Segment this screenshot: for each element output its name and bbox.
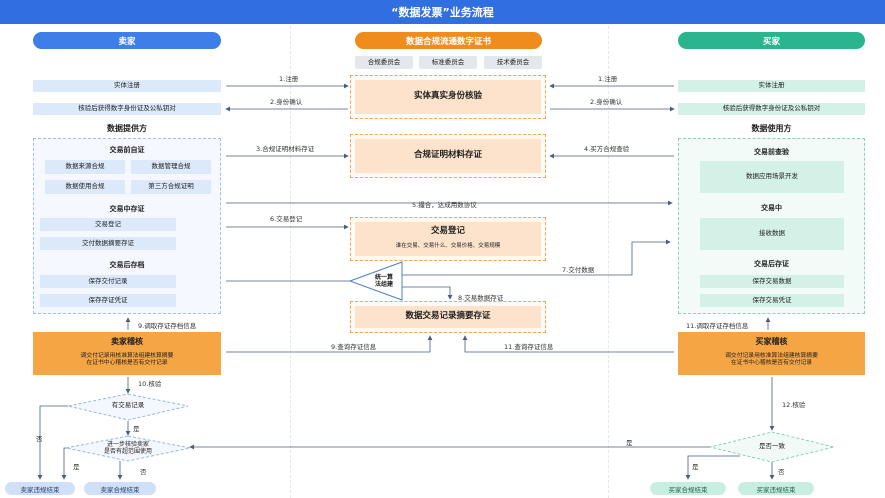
trade-register-panel: 交易登记 谁在交易、交易什么、交易价格、交易规模 [350, 217, 546, 261]
buyer-end-violation: 买家违规结束 [738, 482, 814, 495]
label-arrow-5: 5.撮合，达成用数协议 [412, 201, 477, 209]
algorithm-label: 统一算 法组建 [374, 273, 393, 288]
seller-audit-title: 卖家稽核 [111, 337, 143, 347]
buyer-register: 实体注册 [678, 80, 865, 92]
seller-decision-diamond-2 [65, 435, 191, 462]
seller-decision-2-text: 进一步核验卖家 是否有超范围使用 [103, 440, 152, 455]
buyer-post-item-1: 保存交易数据 [700, 275, 844, 288]
buyer-user-title: 数据使用方 [751, 124, 792, 134]
seller-audit-box: 卖家稽核 调交付记录用核准算法组建核算摘要 在证书中心稽核是否有交付记录 [33, 332, 221, 375]
record-digest-box: 数据交易记录摘要存证 [355, 306, 541, 328]
committee-technology: 技术委员会 [484, 56, 542, 69]
buyer-mid-item: 接收数据 [700, 218, 844, 250]
label-seller-no-1: 否 [36, 435, 43, 443]
label-buyer-no: 否 [778, 468, 785, 476]
compliance-panel: 合规证明材料存证 [350, 134, 546, 178]
identity-verify-box: 实体真实身份核验 [355, 80, 541, 114]
buyer-mid-title: 交易中 [761, 203, 782, 212]
seller-keys: 核验后获得数字身份证及公私钥对 [33, 103, 221, 115]
seller-audit-text: 调交付记录用核准算法组建核算摘要 在证书中心稽核是否有交付记录 [80, 353, 174, 366]
label-arrow-2-seller: 2.身份确认 [270, 98, 303, 106]
label-arrow-3: 3.合规证明材料存证 [256, 145, 315, 153]
page-title: “数据发票”业务流程 [0, 0, 885, 24]
arrow-buyer-compliant [685, 455, 740, 480]
seller-mid-item-2: 交付数据摘要存证 [40, 237, 176, 250]
label-arrow-12: 12.核验 [782, 401, 806, 409]
committee-standards: 标准委员会 [419, 56, 477, 69]
trade-register-box: 交易登记 谁在交易、交易什么、交易价格、交易规模 [355, 222, 541, 256]
label-arrow-2-buyer: 2.身份确认 [590, 98, 623, 106]
buyer-audit-text: 调交付记录用核准算法组建核算摘要 在证书中心稽核是否有交付记录 [725, 353, 818, 366]
label-arrow-11a: 11.调取存证存档信息 [686, 322, 749, 330]
seller-lane-header: 卖家 [33, 32, 221, 49]
algorithm-triangle [348, 261, 403, 301]
label-arrow-9b: 9.查询存证信息 [331, 343, 377, 351]
buyer-pre-title: 交易前查验 [754, 147, 789, 156]
buyer-decision-text: 是否一致 [759, 442, 785, 451]
label-buyer-yes-cross: 是 [626, 439, 633, 447]
label-arrow-4: 4.买方合规查验 [584, 145, 630, 153]
arrow-7 [402, 239, 671, 276]
seller-mid-title: 交易中存证 [109, 204, 145, 213]
seller-pre-item-1: 数据来源合规 [45, 160, 125, 174]
lane-divider-left [290, 26, 291, 498]
seller-pre-title: 交易前自证 [109, 145, 145, 154]
center-lane-header: 数据合规流通数字证书 [355, 32, 542, 49]
seller-end-compliant: 卖家合规结束 [84, 482, 156, 495]
seller-post-item-1: 保存交付记录 [40, 275, 176, 288]
label-arrow-6: 6.交易登记 [270, 215, 303, 223]
seller-register: 实体注册 [33, 80, 221, 92]
label-arrow-7: 7.交付数据 [562, 266, 595, 274]
buyer-post-item-2: 保存交易凭证 [700, 294, 844, 307]
arrow-seller-yes-2 [61, 447, 68, 480]
lane-divider-right [608, 26, 609, 498]
trade-register-subtitle: 谁在交易、交易什么、交易价格、交易规模 [395, 242, 501, 249]
arrow-9-seller-query [226, 335, 433, 353]
buyer-decision-diamond [709, 431, 835, 463]
seller-provider-title: 数据提供方 [107, 124, 147, 134]
committee-compliance: 合规委员会 [355, 56, 413, 69]
trade-register-title: 交易登记 [430, 226, 465, 237]
seller-post-title: 交易后存档 [109, 260, 145, 269]
label-arrow-1-buyer: 1.注册 [598, 75, 618, 83]
seller-pre-item-2: 数据管理合规 [131, 160, 211, 174]
buyer-pre-item: 数据应用场景开发 [700, 161, 844, 193]
buyer-keys: 核验后获得数字身份证及公私钥对 [678, 103, 865, 115]
buyer-lane-header: 买家 [678, 32, 865, 49]
arrow-seller-no-1 [37, 405, 68, 480]
label-seller-yes-1: 是 [133, 425, 140, 433]
arrow-8 [402, 286, 453, 300]
record-panel: 数据交易记录摘要存证 [350, 301, 546, 333]
buyer-audit-title: 买家稽核 [755, 337, 788, 347]
label-arrow-9a: 9.调取存证存档信息 [138, 322, 197, 330]
seller-post-item-2: 保存存证凭证 [40, 294, 176, 307]
seller-mid-item-1: 交易登记 [40, 218, 176, 231]
seller-end-violation: 卖家违规结束 [5, 482, 75, 495]
buyer-post-title: 交易后存证 [754, 259, 789, 268]
seller-decision-1-text: 有交易记录 [111, 401, 145, 410]
label-arrow-10: 10.核验 [138, 380, 162, 388]
compliance-material-box: 合规证明材料存证 [355, 139, 541, 173]
buyer-end-compliant: 买家合规结束 [650, 482, 726, 495]
identity-panel: 实体真实身份核验 [350, 75, 546, 119]
label-arrow-11b: 11.查询存证信息 [504, 343, 554, 351]
label-buyer-yes: 是 [692, 463, 699, 471]
seller-decision-diamond-1 [67, 393, 189, 421]
seller-pre-item-4: 第三方合规证明 [131, 180, 211, 194]
buyer-audit-box: 买家稽核 调交付记录用核准算法组建核算摘要 在证书中心稽核是否有交付记录 [678, 332, 865, 375]
label-seller-yes-2: 是 [73, 463, 80, 471]
label-arrow-1-seller: 1.注册 [279, 75, 299, 83]
seller-pre-item-3: 数据使用合规 [45, 180, 125, 194]
label-seller-no-2: 否 [140, 468, 147, 476]
arrow-11-buyer-query [462, 335, 674, 353]
label-arrow-8: 8.交易数据存证 [458, 294, 504, 302]
